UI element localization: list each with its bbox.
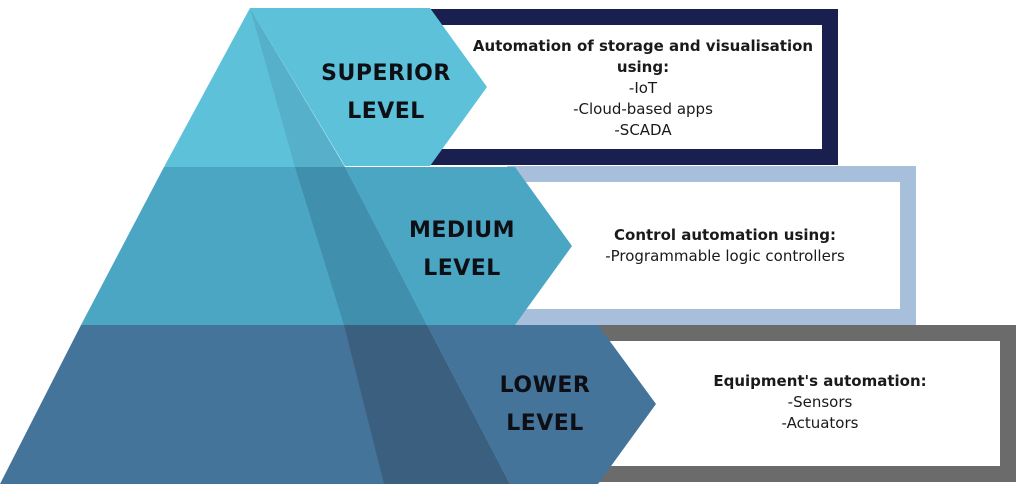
medium-level-label: MEDIUM LEVEL	[372, 212, 552, 288]
superior-level-arrow	[250, 8, 487, 166]
pyramid-shadow-facet-bottom	[344, 325, 510, 484]
lower-level-description: Equipment's automation: -Sensors -Actuat…	[660, 371, 980, 434]
lower-level-label: LOWER LEVEL	[455, 367, 635, 443]
superior-level-item: -IoT	[628, 79, 658, 97]
lower-level-heading: Equipment's automation:	[713, 372, 927, 390]
medium-level-item: -Programmable logic controllers	[605, 247, 845, 265]
lower-level-item: -Actuators	[781, 414, 859, 432]
medium-level-heading: Control automation using:	[614, 226, 836, 244]
lower-level-label-line2: LEVEL	[506, 411, 584, 436]
lower-level-item: -Sensors	[787, 393, 853, 411]
lower-level-arrow	[427, 325, 656, 484]
medium-level-arrow	[345, 167, 572, 325]
medium-level-label-line1: MEDIUM	[408, 218, 516, 243]
superior-level-label: SUPERIOR LEVEL	[296, 55, 476, 131]
superior-level-box-frame	[422, 9, 838, 165]
medium-level-box-frame	[507, 166, 916, 325]
pyramid-shadow-facet-middle	[295, 167, 427, 325]
superior-level-label-line2: LEVEL	[347, 99, 425, 124]
medium-level-label-line2: LEVEL	[423, 256, 501, 281]
pyramid-shadow-facet-top	[250, 8, 345, 167]
medium-level-description: Control automation using: -Programmable …	[560, 225, 890, 267]
superior-level-item: -SCADA	[614, 121, 672, 139]
lower-level-label-line1: LOWER	[499, 373, 591, 398]
superior-level-heading: Automation of storage and visualisation …	[472, 37, 814, 76]
superior-level-item: -Cloud-based apps	[573, 100, 713, 118]
superior-level-label-line1: SUPERIOR	[321, 61, 451, 86]
superior-level-description: Automation of storage and visualisation …	[468, 36, 818, 141]
